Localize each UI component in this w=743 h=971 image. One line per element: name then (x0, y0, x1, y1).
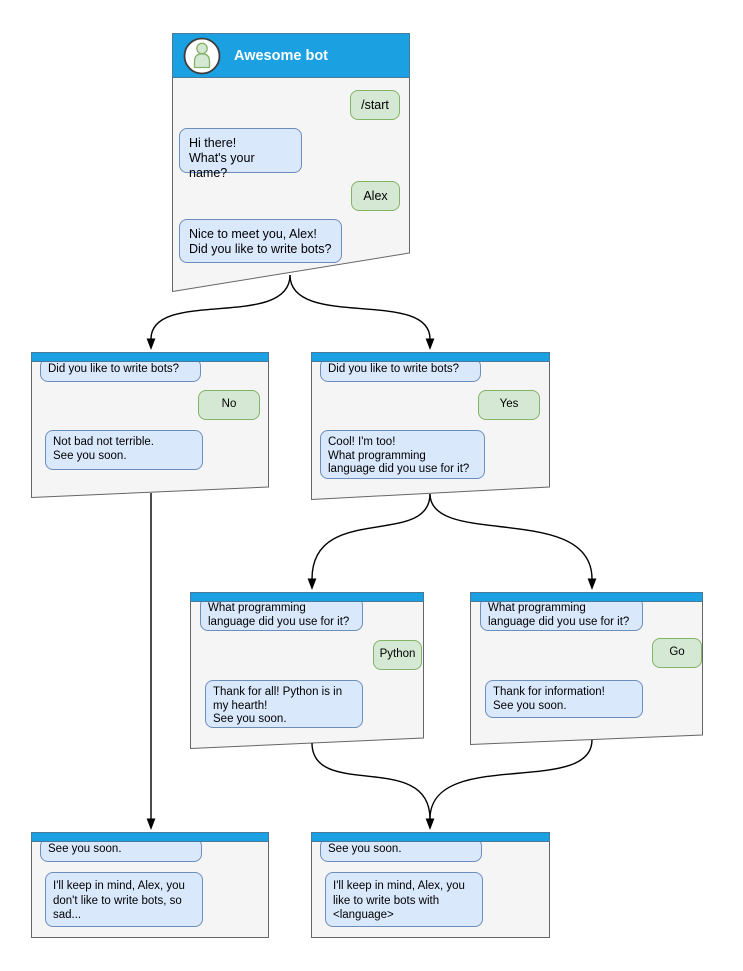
user-message-bubble: Python (373, 640, 422, 670)
bot-message-bubble: See you soon. (40, 838, 202, 862)
chat-window-main: Awesome bot /start Hi there! What's your… (172, 33, 410, 292)
bot-title: Awesome bot (234, 47, 329, 64)
chat-window-no-branch: Did you like to write bots? No Not bad n… (31, 352, 269, 498)
chat-window-end-no: See you soon. I'll keep in mind, Alex, y… (31, 832, 269, 938)
arrow-python-to-end (311, 742, 431, 820)
bot-message-bubble: What programming language did you use fo… (480, 597, 643, 631)
user-message-bubble: No (198, 390, 260, 420)
arrow-go-to-end (429, 739, 593, 820)
arrowhead-icon (425, 338, 435, 350)
bot-message-bubble: Nice to meet you, Alex! Did you like to … (179, 219, 342, 263)
chat-window-go-branch: What programming language did you use fo… (470, 592, 703, 745)
bot-message-bubble: Thank for information! See you soon. (485, 680, 643, 718)
window-header-bar (31, 352, 269, 362)
arrowhead-icon (146, 818, 156, 830)
bot-message-bubble: Not bad not terrible. See you soon. (45, 430, 203, 470)
bot-message-bubble: Cool! I'm too! What programming language… (320, 430, 485, 479)
window-header-bar (311, 832, 550, 842)
bot-message-bubble: Thank for all! Python is in my hearth! S… (205, 680, 363, 728)
arrowhead-icon (425, 818, 435, 830)
user-message-bubble: Go (652, 638, 702, 668)
user-message-bubble: Alex (351, 181, 400, 211)
arrowhead-icon (307, 578, 317, 590)
bot-message-bubble: I'll keep in mind, Alex, you don't like … (45, 872, 203, 927)
person-icon (183, 37, 221, 74)
chat-window-header: Awesome bot (172, 33, 410, 78)
bot-message-bubble: Did you like to write bots? (320, 358, 481, 382)
chat-window-yes-branch: Did you like to write bots? Yes Cool! I'… (311, 352, 550, 500)
bot-message-bubble: Did you like to write bots? (40, 358, 201, 382)
window-header-bar (190, 592, 424, 602)
chat-window-end-yes: See you soon. I'll keep in mind, Alex, y… (311, 832, 550, 938)
arrowhead-icon (146, 338, 156, 350)
user-message-bubble: /start (350, 90, 400, 120)
window-header-bar (31, 832, 269, 842)
chat-window-python-branch: What programming language did you use fo… (190, 592, 424, 749)
bot-message-bubble: Hi there! What's your name? (179, 128, 302, 180)
arrow-yes-to-go (429, 493, 593, 580)
user-message-bubble: Yes (478, 390, 540, 420)
bot-message-bubble: I'll keep in mind, Alex, you like to wri… (325, 872, 483, 927)
arrowhead-icon (587, 578, 597, 590)
window-header-bar (311, 352, 550, 362)
arrow-yes-to-python (311, 493, 431, 580)
window-header-bar (470, 592, 703, 602)
bot-message-bubble: What programming language did you use fo… (200, 597, 363, 631)
